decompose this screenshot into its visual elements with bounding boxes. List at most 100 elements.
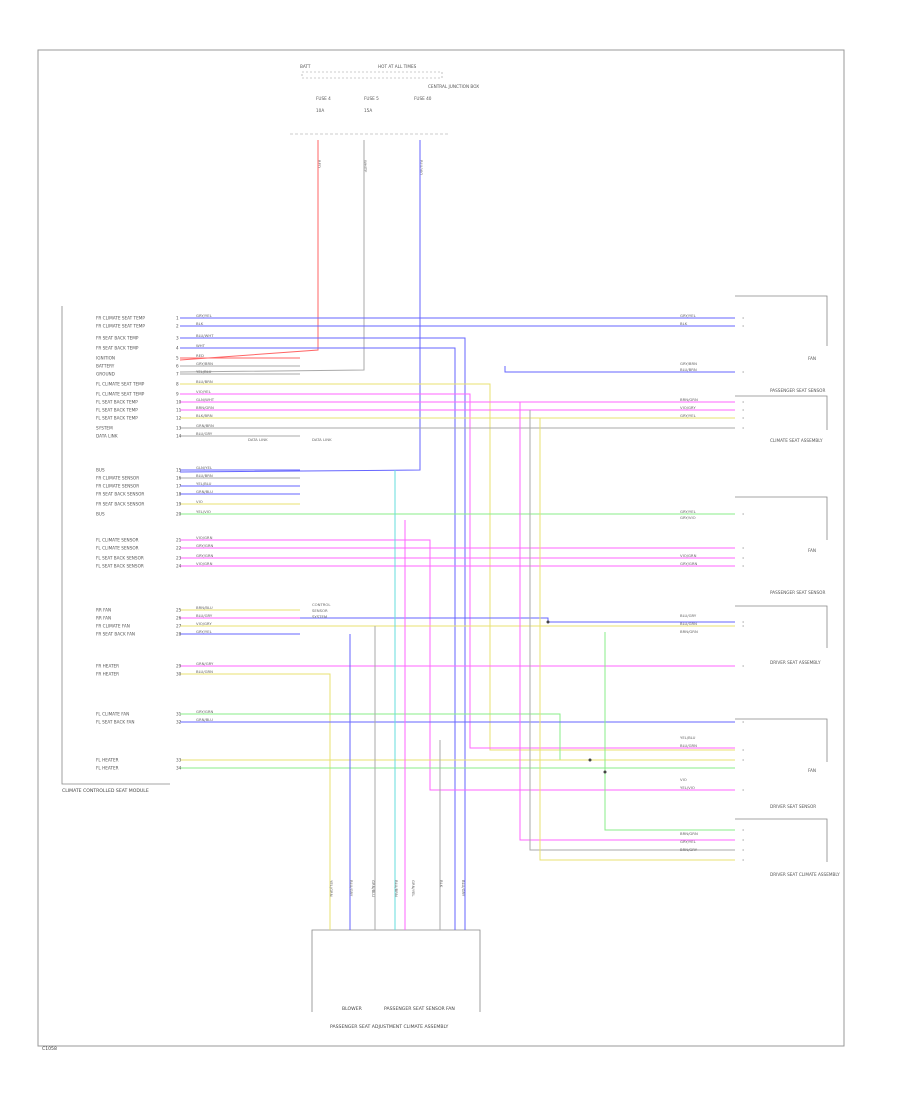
right-wire-label: YEL/BLU	[680, 735, 696, 740]
svg-text:CENTRAL JUNCTION BOX: CENTRAL JUNCTION BOX	[428, 84, 479, 89]
svg-text:HOT AT ALL TIMES: HOT AT ALL TIMES	[378, 64, 417, 69]
svg-text:FUSE 40: FUSE 40	[414, 96, 432, 101]
pin-number: 1	[176, 316, 179, 321]
connector-pin: •	[742, 416, 744, 421]
connector-pin: •	[742, 848, 744, 853]
component-label-passenger-sensor: PASSENGER SEAT SENSOR	[770, 388, 825, 393]
bottom-wire-label: GRN/YEL	[411, 880, 416, 897]
pin-label: FL SEAT BACK TEMP	[96, 416, 138, 421]
svg-text:FUSE 5: FUSE 5	[364, 96, 379, 101]
pin-label: BATTERY	[96, 364, 115, 369]
wires	[179, 140, 735, 930]
svg-text:WHITE: WHITE	[363, 160, 368, 173]
pin-label: BUS	[96, 512, 105, 517]
connector-pin: •	[742, 316, 744, 321]
pin-number: 18	[176, 492, 182, 497]
left-module: CLIMATE CONTROLLED SEAT MODULE	[61, 306, 170, 794]
pin-label: FR CLIMATE FAN	[96, 624, 130, 629]
pin-label: FR HEATER	[96, 672, 119, 677]
pin-number: 11	[176, 408, 182, 413]
component-label-fan-2: FAN	[808, 548, 816, 553]
pin-label: RR FAN	[96, 616, 111, 621]
pin-number: 24	[176, 564, 182, 569]
wire-right-vertical	[529, 410, 735, 851]
svg-text:15A: 15A	[364, 108, 372, 113]
wire-color-label: GRN/BLU	[196, 489, 213, 494]
connector-pin: •	[742, 400, 744, 405]
pin-number: 33	[176, 758, 182, 763]
component-label-fan-3: FAN	[808, 768, 816, 773]
pin-number: 19	[176, 502, 182, 507]
right-wire-label: GRY/YEL	[680, 839, 697, 844]
wire-color-label: VIO/GRN	[196, 535, 213, 540]
pin-label: IGNITION	[96, 356, 115, 361]
pin-label: DATA LINK	[96, 434, 118, 439]
pin-number: 16	[176, 476, 182, 481]
pin-number: 21	[176, 538, 182, 543]
pin-label: FR CLIMATE SENSOR	[96, 484, 139, 489]
svg-text:BLU/VIO: BLU/VIO	[419, 160, 424, 175]
center-note: SYSTEM	[312, 614, 327, 619]
pin-label: FR CLIMATE SEAT TEMP	[96, 316, 145, 321]
right-wire-label: GRY/YEL	[680, 413, 697, 418]
pin-label: FL HEATER	[96, 758, 119, 763]
pin-number: 9	[176, 392, 179, 397]
right-wire-label: GRY/BRN	[680, 361, 697, 366]
wire-color-label: GRN/BRN	[196, 423, 214, 428]
right-wire-label: VIO/GRY	[680, 405, 696, 410]
connector-pin: •	[742, 370, 744, 375]
wire-color-label: YEL/BLU	[196, 481, 212, 486]
center-note: CONTROL	[312, 602, 331, 607]
wire-color-label: VIO/YEL	[196, 389, 212, 394]
right-wire-label: BRN/GRN	[680, 397, 698, 402]
pin-number: 7	[176, 372, 179, 377]
right-wire-label: BLK	[680, 321, 688, 326]
right-wire-label: BRN/GRN	[680, 629, 698, 634]
connector-pin: •	[742, 620, 744, 625]
pin-label: FL CLIMATE FAN	[96, 712, 129, 717]
component-label-driver-climate: DRIVER SEAT CLIMATE ASSEMBLY	[770, 872, 840, 877]
center-note: SENSOR	[312, 608, 328, 613]
wire-color-label: VIO/GRN	[196, 561, 213, 566]
svg-text:FUSE 4: FUSE 4	[316, 96, 331, 101]
pin-number: 5	[176, 356, 179, 361]
right-wire-label: BLU/GRN	[680, 621, 697, 626]
wire-color-label: GLN/YEL	[196, 465, 213, 470]
wire-color-label: GRY/YEL	[196, 629, 213, 634]
right-wire-label: GRY/VIO	[680, 515, 696, 520]
wire-red-feed	[179, 140, 319, 361]
wire-run	[300, 713, 735, 761]
splice-dot	[588, 758, 592, 762]
right-wire-label: VIO	[680, 777, 687, 782]
wire-color-label: WHT	[196, 343, 206, 348]
pin-number: 26	[176, 616, 182, 621]
pin-label: FR SEAT BACK SENSOR	[96, 492, 144, 497]
connector-pin: •	[742, 748, 744, 753]
center-note: DATA LINK	[312, 437, 332, 442]
pin-label: FR CLIMATE SENSOR	[96, 476, 139, 481]
wire-color-label: GRY/GRN	[196, 543, 214, 548]
wire-run	[300, 383, 735, 751]
bottom-wire-label: GRN/BLU	[371, 880, 376, 897]
bottom-wire-label: YEL/GRN	[329, 880, 334, 897]
pin-number: 23	[176, 556, 182, 561]
pin-label: FL CLIMATE SEAT TEMP	[96, 382, 145, 387]
wire-color-label: BLK/BRN	[196, 413, 213, 418]
wire-color-label: GRY/YEL	[196, 313, 213, 318]
pin-number: 32	[176, 720, 182, 725]
pin-number: 10	[176, 400, 182, 405]
connector-pin: •	[742, 408, 744, 413]
pin-label: GROUND	[96, 372, 115, 377]
pin-label: FR SEAT BACK FAN	[96, 632, 135, 637]
bottom-wire-label: BLU/BRN	[394, 880, 399, 897]
pin-label: FR CLIMATE SEAT TEMP	[96, 324, 145, 329]
connector-pin: •	[742, 512, 744, 517]
wire-run	[300, 337, 466, 930]
pin-number: 25	[176, 608, 182, 613]
wire-color-label: GRY/GRN	[196, 709, 214, 714]
pin-label: FL CLIMATE SENSOR	[96, 538, 139, 543]
bottom-wire-label: BLK	[439, 880, 444, 888]
pin-label: FL SEAT BACK TEMP	[96, 400, 138, 405]
